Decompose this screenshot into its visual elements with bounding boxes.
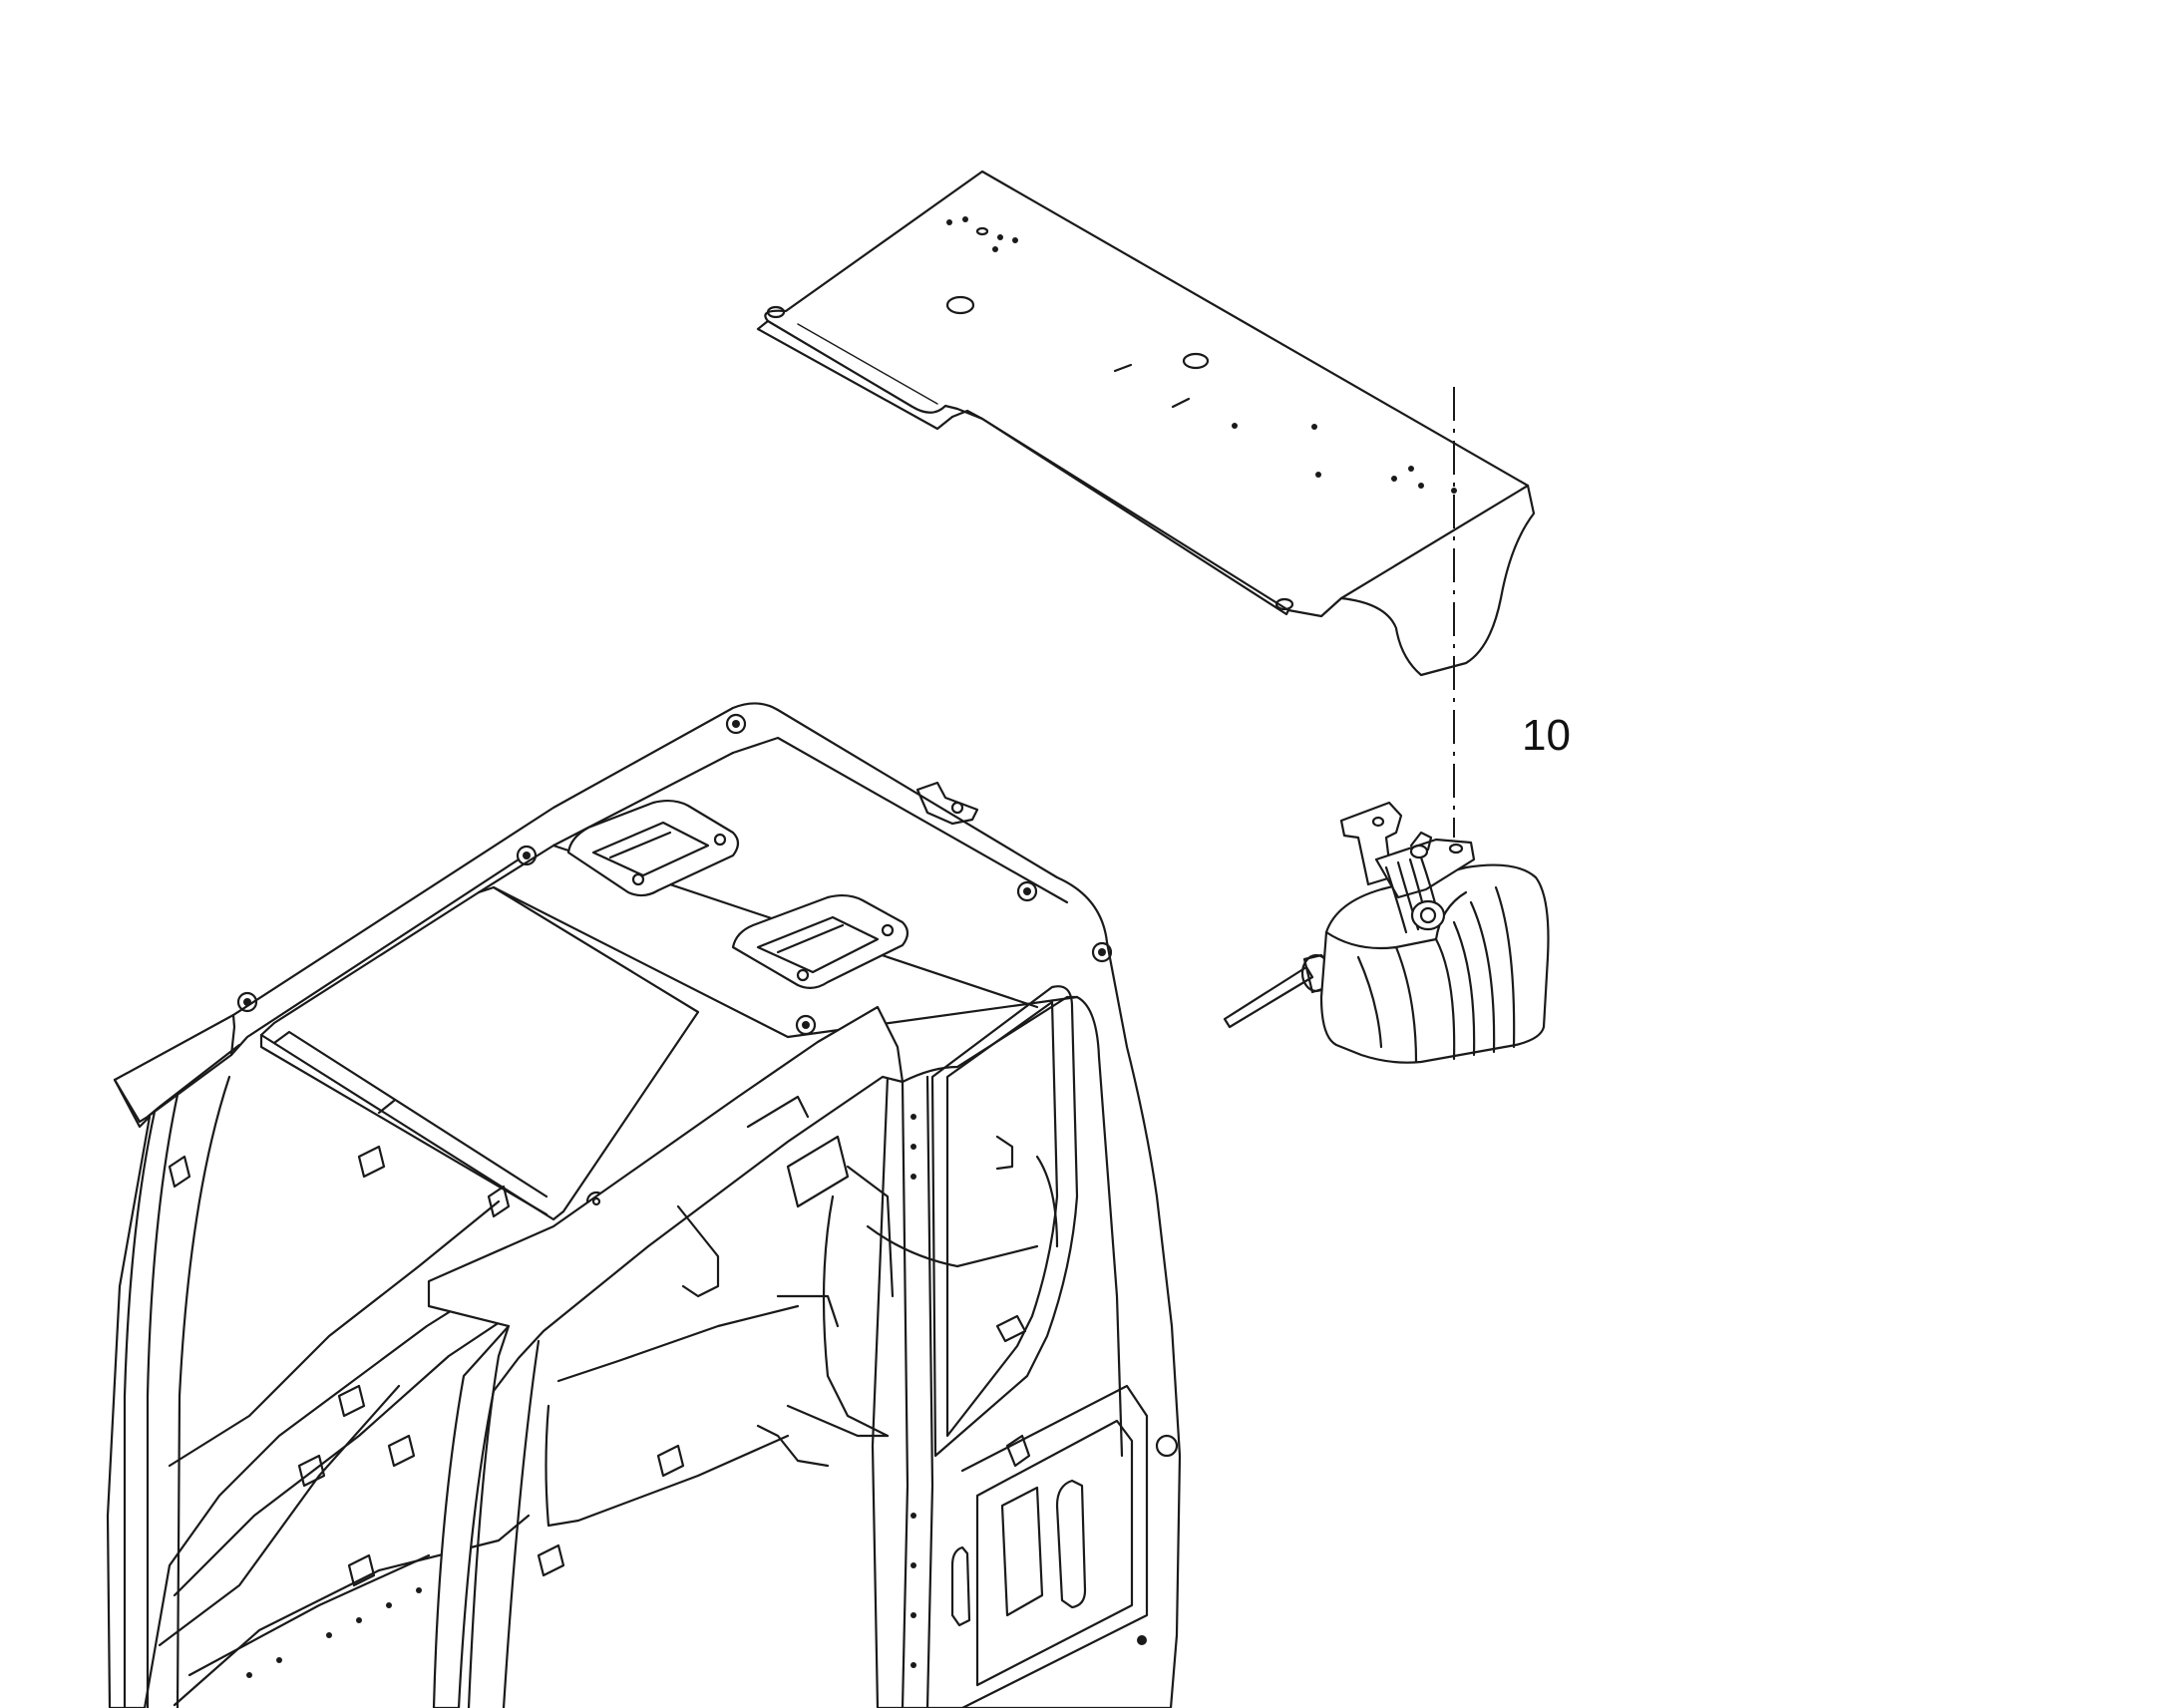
work-light-assembly [1223,801,1550,1064]
operator-cab-frame [106,702,1182,1708]
roof-bolts [236,713,1113,1212]
callout-label-10: 10 [1522,711,1571,760]
roof-cover-panel [756,170,1536,677]
